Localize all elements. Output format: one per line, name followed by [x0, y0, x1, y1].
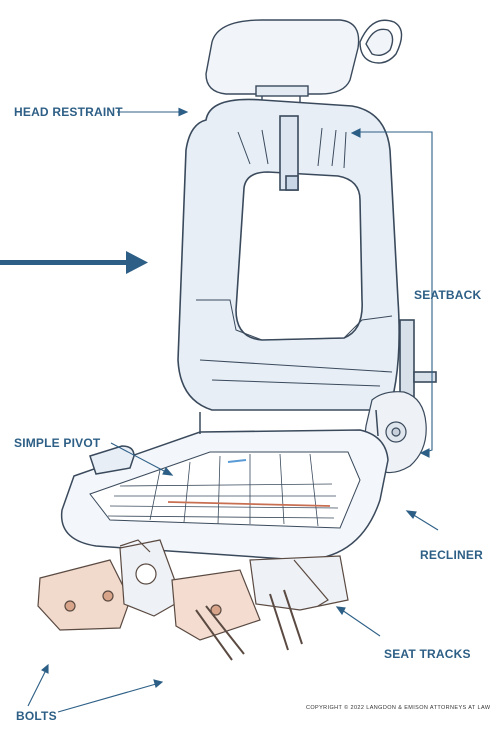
- seat-tracks: [37, 539, 349, 661]
- label-seat-tracks: SEAT TRACKS: [384, 647, 471, 661]
- seat-base: [60, 409, 389, 561]
- label-seatback: SEATBACK: [414, 288, 482, 302]
- pointer-arrow: [0, 251, 148, 274]
- label-simple-pivot: SIMPLE PIVOT: [14, 436, 101, 450]
- seatback-frame: [177, 98, 437, 417]
- label-bolts: BOLTS: [16, 709, 57, 723]
- label-recliner: RECLINER: [420, 548, 483, 562]
- copyright-text: COPYRIGHT © 2022 LANGDON & EMISON ATTORN…: [306, 705, 491, 711]
- callout-arrows: [27, 107, 439, 713]
- label-head-restraint: HEAD RESTRAINT: [14, 105, 123, 119]
- head-restraint: [205, 19, 403, 108]
